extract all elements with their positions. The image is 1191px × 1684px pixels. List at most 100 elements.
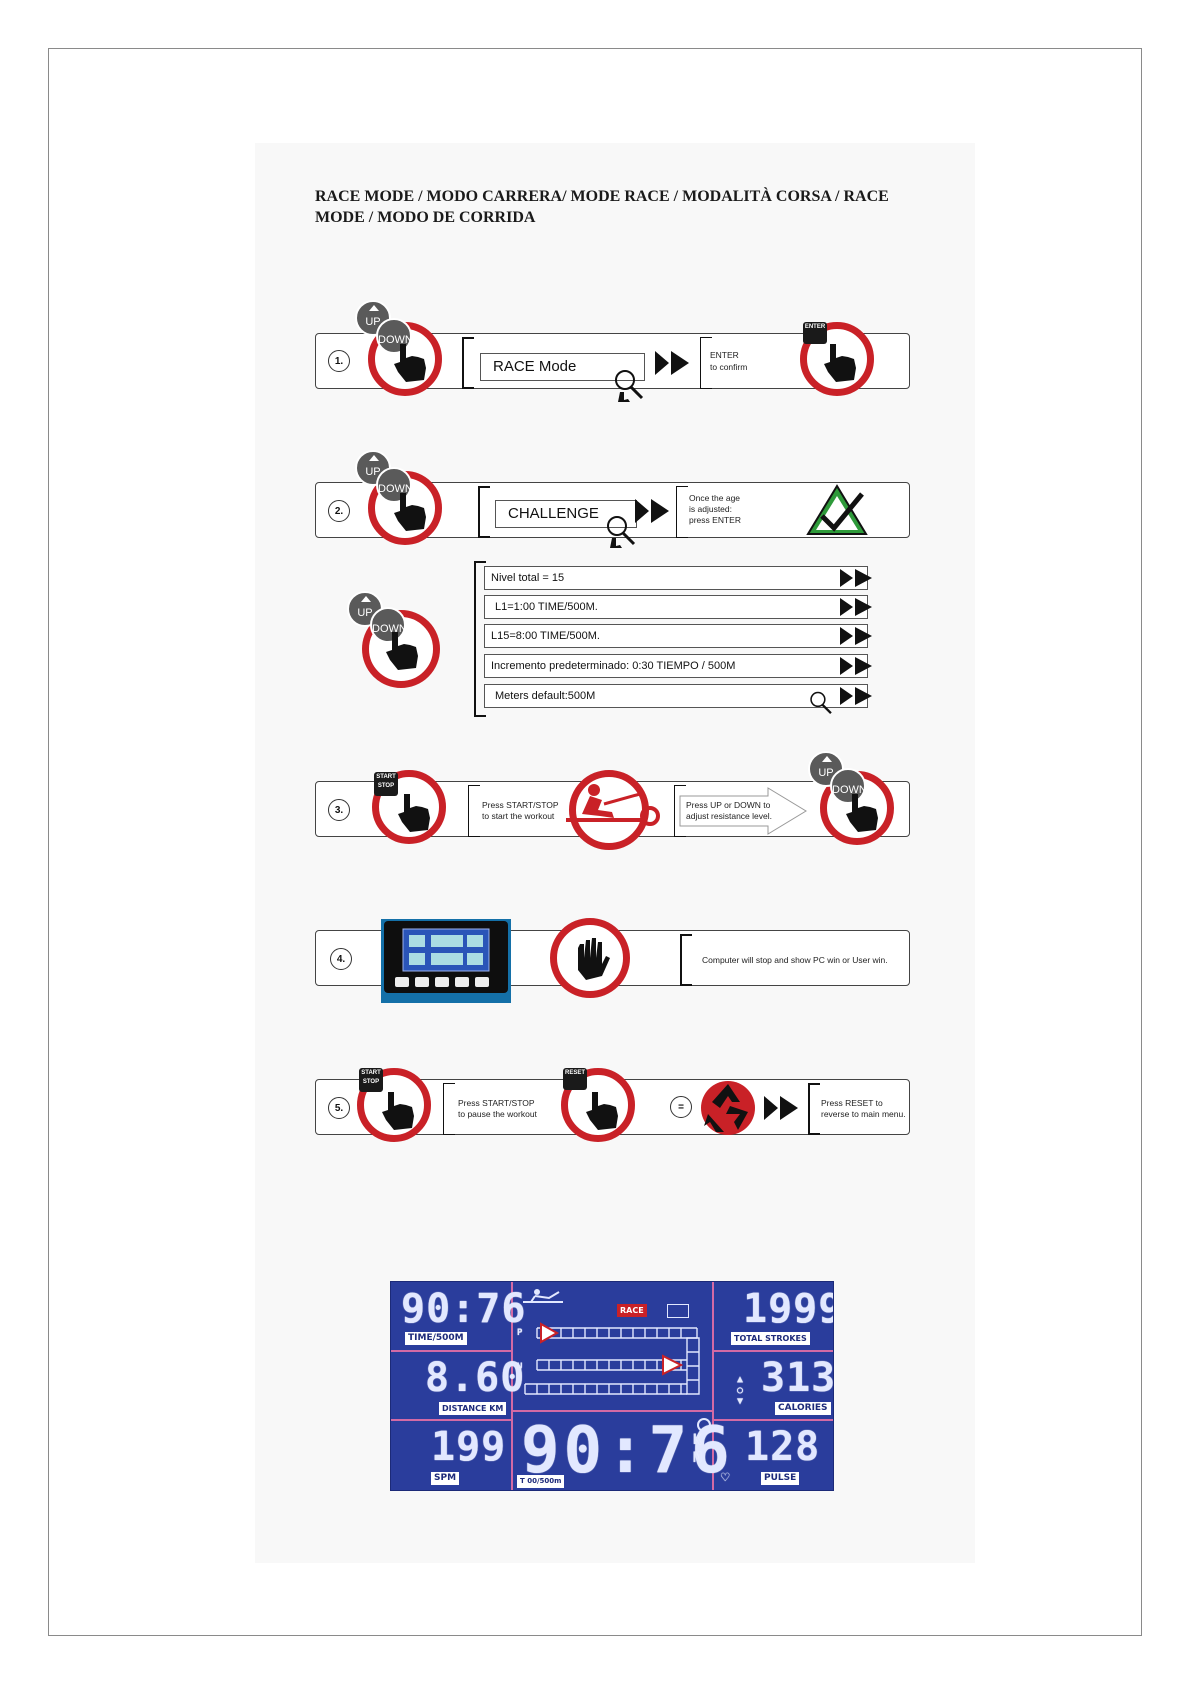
- step4-number: 4.: [330, 948, 352, 970]
- lcd-unit-m: M: [693, 1450, 703, 1466]
- pointing-hand-icon: [386, 632, 418, 670]
- double-arrow-icon: [764, 1096, 798, 1120]
- race-track-grid: [524, 1322, 700, 1395]
- step2-number: 2.: [328, 500, 350, 522]
- step2-note-line1: Once the age: [689, 493, 741, 503]
- step1-number: 1.: [328, 350, 350, 372]
- stop-label: STOP: [362, 1079, 380, 1085]
- stop-label: STOP: [377, 783, 395, 789]
- lcd-u-label: U: [517, 1362, 524, 1372]
- step2-note-line3: press ENTER: [689, 515, 741, 525]
- double-arrow-icon: [635, 499, 669, 523]
- up-button-icon: UP: [808, 751, 844, 787]
- stop-hand-icon: [578, 938, 610, 980]
- lcd-race-label: RACE: [617, 1304, 647, 1317]
- lcd-pulse: 128: [745, 1424, 821, 1470]
- down-button-icon: DOWN: [376, 318, 413, 354]
- pointing-hand-icon: [382, 1092, 414, 1130]
- list-item: Nivel total = 15: [484, 566, 868, 590]
- start-stop-button-icon: START STOP: [374, 772, 398, 796]
- pointing-hand-icon: [846, 794, 878, 832]
- step2-bracket: [478, 486, 490, 538]
- lcd-unit-k: K: [693, 1432, 703, 1448]
- checkmark-triangle-icon: [806, 484, 868, 535]
- step1-note-line1: ENTER: [710, 350, 739, 360]
- lcd-arrows-icon: ▲○▼: [737, 1374, 745, 1407]
- step3-note-a-line1: Press START/STOP: [482, 800, 559, 810]
- double-arrow-icon: [840, 627, 872, 645]
- step4-note-bracket: [680, 934, 692, 986]
- lcd-divider: [513, 1410, 712, 1412]
- lcd-time: 90:76: [401, 1286, 527, 1332]
- lcd-distance: 8.60: [425, 1355, 526, 1401]
- lcd-cycle-icon: [697, 1418, 711, 1432]
- step5-note-b-line2: reverse to main menu.: [821, 1109, 906, 1119]
- double-arrow-icon: [840, 598, 872, 616]
- step1-note-bracket: [700, 337, 712, 389]
- step3-note-b-line1: Press UP or DOWN to: [686, 800, 771, 810]
- page-frame: [48, 48, 1142, 1636]
- lcd-calories-label: CALORIES: [775, 1402, 831, 1415]
- magnifier-icon: [810, 691, 832, 714]
- double-arrow-icon: [840, 687, 872, 705]
- rower-icon: [523, 1289, 563, 1303]
- enter-button-icon: ENTER: [803, 322, 827, 344]
- lcd-big-label: T 00/500m: [517, 1475, 565, 1488]
- step3-note-b-line2: adjust resistance level.: [686, 811, 772, 821]
- lcd-divider: [391, 1350, 511, 1352]
- double-arrow-icon: [840, 657, 872, 675]
- reset-button-icon: RESET: [563, 1068, 587, 1090]
- step3-number: 3.: [328, 799, 350, 821]
- lcd-calories: 313: [761, 1355, 834, 1401]
- page-title: RACE MODE / MODO CARRERA/ MODE RACE / MO…: [315, 188, 889, 226]
- step5-note-a-bracket: [443, 1083, 455, 1135]
- magnifier-icon: [607, 516, 636, 548]
- lcd-divider: [391, 1419, 511, 1421]
- step5-number: 5.: [328, 1097, 350, 1119]
- lcd-time-label: TIME/500M: [405, 1332, 467, 1345]
- step2-list-bracket: [474, 561, 486, 717]
- lcd-divider: [714, 1419, 833, 1421]
- lcd-spm-label: SPM: [431, 1472, 460, 1485]
- step3-note-b-bracket: [674, 785, 686, 837]
- step5-note-b-bracket: [808, 1083, 820, 1135]
- rowing-figure-icon: [566, 784, 660, 826]
- lcd-p-label: P: [517, 1328, 524, 1338]
- outline-arrow-icon: [679, 787, 807, 835]
- double-arrow-icon: [840, 569, 872, 587]
- list-item: L1=1:00 TIME/500M.: [484, 595, 868, 619]
- list-item: L15=8:00 TIME/500M.: [484, 624, 868, 648]
- step5-note-a-line2: to pause the workout: [458, 1109, 537, 1119]
- lcd-battery-icon: [667, 1304, 689, 1318]
- step4-note: Computer will stop and show PC win or Us…: [702, 955, 888, 965]
- lcd-divider: [712, 1282, 714, 1490]
- start-label: START: [376, 774, 396, 780]
- step1-note-line2: to confirm: [710, 362, 748, 372]
- step5-note-b-line1: Press RESET to: [821, 1098, 883, 1108]
- step3-note-a-line2: to start the workout: [482, 811, 555, 821]
- step2-note-bracket: [676, 486, 688, 538]
- step1-bracket: [462, 337, 474, 389]
- challenge-display: CHALLENGE: [495, 500, 637, 528]
- pointing-hand-icon: [394, 344, 426, 382]
- down-button-icon: DOWN: [370, 607, 407, 643]
- list-item: Meters default:500M: [484, 684, 868, 708]
- list-item: Incremento predeterminado: 0:30 TIEMPO /…: [484, 654, 868, 678]
- pointing-hand-icon: [586, 1092, 618, 1130]
- step5-note-a-line1: Press START/STOP: [458, 1098, 535, 1108]
- pointing-hand-icon: [394, 493, 426, 531]
- lcd-distance-label: DISTANCE KM: [439, 1402, 507, 1415]
- magnifier-icon: [615, 370, 644, 402]
- equals-icon: =: [670, 1096, 692, 1118]
- pointing-hand-icon: [398, 794, 430, 832]
- pointing-hand-icon: [824, 344, 856, 382]
- lcd-spm: 199: [431, 1424, 507, 1470]
- recycle-icon: [701, 1081, 755, 1135]
- double-arrow-icon: [655, 351, 689, 375]
- lcd-divider: [511, 1282, 513, 1490]
- lcd-pulse-label: PULSE: [761, 1472, 800, 1485]
- lcd-display: 90:76 TIME/500M 8.60 DISTANCE KM 199 SPM…: [390, 1281, 834, 1491]
- down-button-icon: DOWN: [830, 768, 867, 804]
- step3-note-a-bracket: [468, 785, 480, 837]
